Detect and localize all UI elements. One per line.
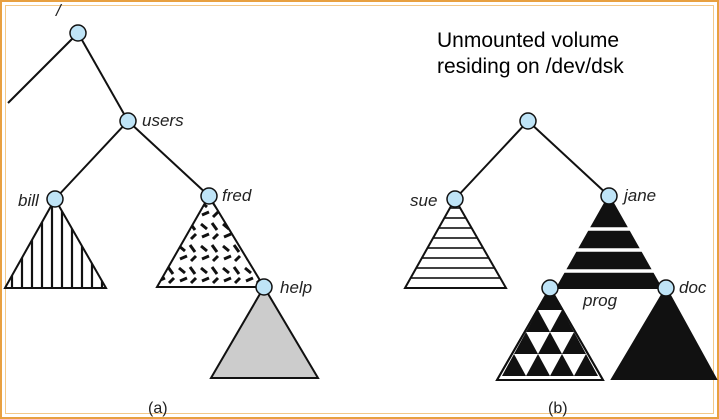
diagram-frame-inner	[5, 5, 714, 414]
edge-users-fred	[127, 120, 210, 197]
jane-subtree-bands	[562, 227, 658, 273]
sue-node	[446, 190, 464, 208]
help-subtree-triangle	[209, 285, 320, 379]
doc-label: doc	[679, 278, 707, 297]
fred-label: fred	[222, 186, 252, 205]
volume-root-node	[519, 112, 537, 130]
volume-title-line2: residing on /dev/dsk	[437, 55, 624, 78]
users-node	[119, 112, 137, 130]
help-node	[255, 278, 273, 296]
tree-a: / users bill fred help (a)	[3, 1, 320, 417]
volume-title-line1: Unmounted volume	[437, 29, 619, 52]
edge-root-users	[77, 32, 129, 122]
jane-subtree-triangle	[555, 193, 663, 289]
prog-subtree-triangle	[495, 285, 605, 381]
edge-broot-sue	[454, 120, 529, 200]
edge-root-offscreen	[7, 32, 79, 104]
edge-broot-jane	[527, 120, 610, 197]
root-label: /	[55, 1, 63, 20]
tree-b: Unmounted volume residing on /dev/dsk	[403, 29, 718, 417]
sue-label: sue	[410, 191, 437, 210]
bill-node	[46, 190, 64, 208]
doc-node	[657, 279, 675, 297]
fred-subtree-triangle	[155, 194, 266, 288]
users-label: users	[142, 111, 184, 130]
root-node	[69, 24, 87, 42]
edge-users-bill	[54, 120, 129, 200]
prog-node	[541, 279, 559, 297]
jane-node	[600, 187, 618, 205]
bill-label: bill	[18, 191, 40, 210]
caption-b: (b)	[548, 400, 568, 417]
sue-subtree-triangle	[403, 196, 508, 289]
jane-label: jane	[622, 186, 656, 205]
caption-a: (a)	[148, 400, 168, 417]
fred-node	[200, 187, 218, 205]
help-label: help	[280, 278, 312, 297]
doc-subtree-triangle	[610, 285, 718, 380]
bill-subtree-triangle	[3, 196, 108, 289]
prog-label: prog	[582, 291, 618, 310]
